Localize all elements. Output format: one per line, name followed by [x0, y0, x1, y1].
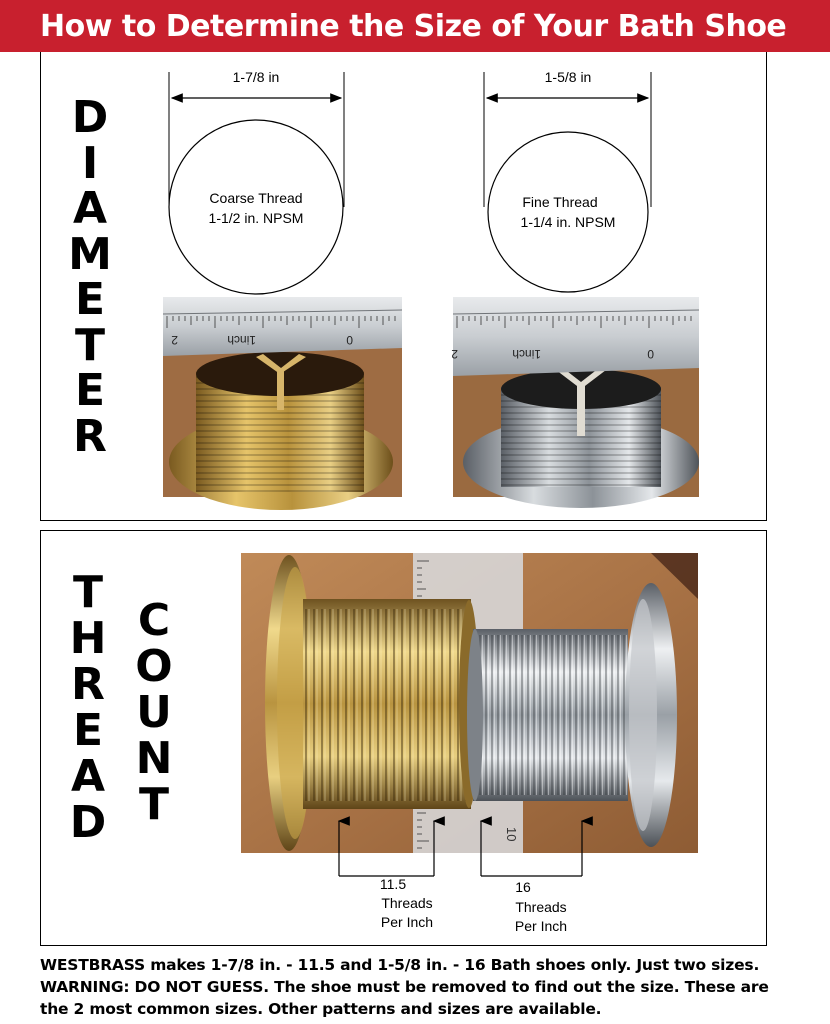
letter: N — [135, 733, 173, 784]
ruler-number-10: 10 — [504, 827, 519, 841]
footer-line: WESTBRASS makes 1-7/8 in. - 11.5 and 1-5… — [40, 956, 760, 974]
letter: R — [73, 410, 107, 462]
letter: T — [72, 567, 103, 618]
letter: T — [74, 319, 105, 371]
ruler-ticks — [456, 316, 692, 328]
ruler-label-inch: 1inch — [227, 333, 256, 347]
footer-line: the 2 most common sizes. Other patterns … — [40, 1000, 602, 1018]
thread-count-diagram: 10 11.5 Threads Per Inch — [241, 553, 698, 934]
ruler-label-2: 2 — [171, 333, 178, 347]
coarse-thread-callout: 11.5 Threads Per Inch — [337, 816, 445, 930]
letter: R — [71, 659, 105, 710]
letter: D — [69, 797, 107, 848]
letter: E — [74, 274, 106, 325]
letter: E — [74, 365, 106, 416]
fine-count-value: 16 — [515, 879, 531, 895]
diameter-diagrams: 1-7/8 in Coarse Thread 1-1/2 in. NPSM 1-… — [162, 69, 700, 510]
letter: T — [138, 779, 169, 830]
letter: A — [70, 751, 106, 802]
coarse-thread-diagram: 1-7/8 in Coarse Thread 1-1/2 in. NPSM — [168, 69, 345, 295]
fine-thread-callout: 16 Threads Per Inch — [479, 816, 593, 934]
coarse-count-value: 11.5 — [380, 876, 406, 892]
fine-count-unit-2: Per Inch — [515, 918, 567, 934]
letter: D — [71, 92, 109, 143]
coarse-circle — [168, 119, 344, 295]
fine-dimension-label: 1-5/8 in — [545, 69, 592, 85]
fine-count-unit-1: Threads — [515, 899, 566, 915]
ruler-label-0: 0 — [647, 347, 654, 361]
coarse-dimension-label: 1-7/8 in — [233, 69, 280, 85]
diameter-panel: D I A M E T E R — [40, 52, 767, 521]
letter: C — [137, 595, 171, 646]
coarse-count-unit-2: Per Inch — [381, 914, 433, 930]
fine-thread-diagram: 1-5/8 in Fine Thread 1-1/4 in. NPSM — [483, 69, 652, 293]
letter: M — [68, 228, 112, 280]
ruler-label-0: 0 — [346, 333, 353, 347]
footer-line: WARNING: DO NOT GUESS. The shoe must be … — [40, 978, 769, 996]
letter: E — [72, 705, 104, 756]
ruler-label-2: 2 — [451, 347, 458, 361]
ruler-ticks — [166, 316, 396, 328]
fine-circle — [487, 131, 649, 293]
letter: O — [135, 641, 173, 692]
letter: H — [69, 613, 107, 664]
fine-shoe-photo: 2 1inch 0 — [451, 297, 700, 508]
thread-vertical-label: T H R E A D — [63, 571, 113, 847]
thread-comparison-photo: 10 — [241, 553, 698, 853]
diameter-vertical-label: D I A M E T E R — [65, 96, 115, 460]
fine-thread-type: Fine Thread — [522, 194, 597, 210]
footer-notes: WESTBRASS makes 1-7/8 in. - 11.5 and 1-5… — [40, 954, 800, 1020]
fine-thread-spec: 1-1/4 in. NPSM — [521, 214, 616, 230]
page-title: How to Determine the Size of Your Bath S… — [40, 8, 787, 44]
letter: I — [81, 137, 99, 189]
coarse-thread-type: Coarse Thread — [209, 190, 302, 206]
letter: A — [72, 183, 108, 234]
header-banner: How to Determine the Size of Your Bath S… — [0, 0, 830, 52]
coarse-shoe-photo: 2 1inch 0 — [162, 297, 403, 510]
coarse-count-unit-1: Threads — [381, 895, 432, 911]
ruler-label-inch: 1inch — [512, 347, 541, 361]
coarse-thread-spec: 1-1/2 in. NPSM — [209, 210, 304, 226]
count-vertical-label: C O U N T — [129, 599, 179, 829]
letter: U — [136, 687, 172, 738]
thread-count-panel: T H R E A D C O U N T — [40, 530, 767, 946]
